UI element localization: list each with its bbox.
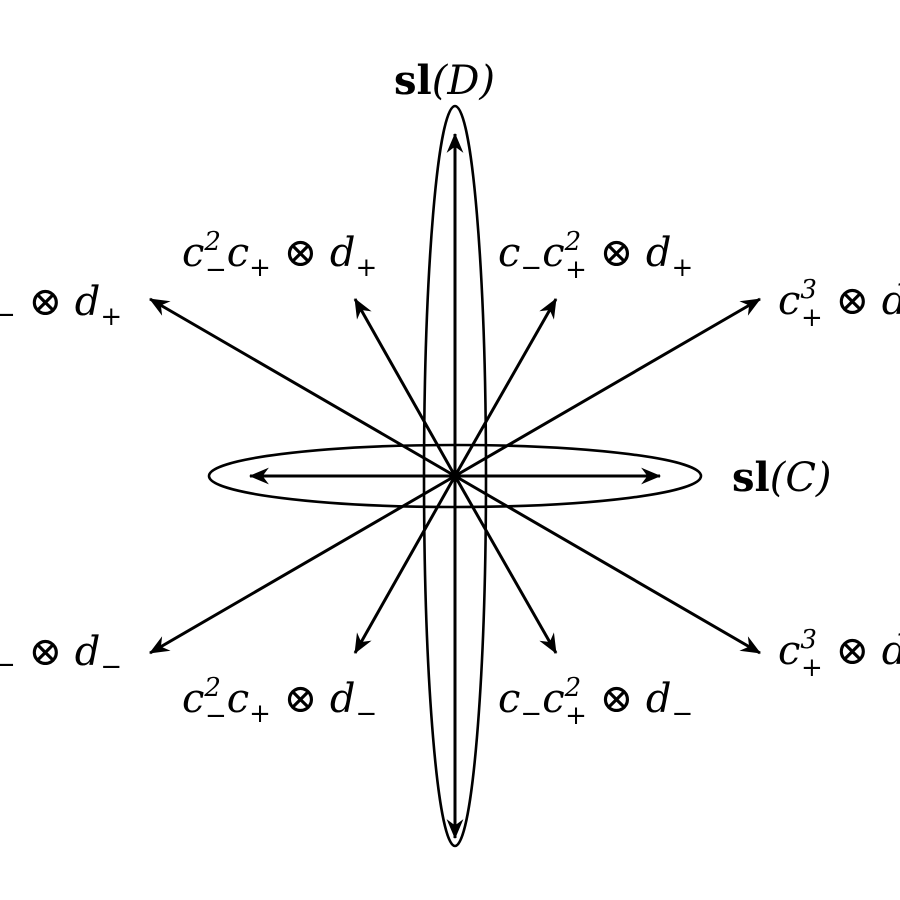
arrow-bottom-left-outer <box>149 474 456 655</box>
arrow-top-right-outer <box>454 297 761 478</box>
arrow-top-left-outer <box>149 297 456 478</box>
label-bottom-right-inner: c−c2+ ⊗ d− <box>498 673 693 731</box>
label-bottom-left-outer: − ⊗ d− <box>0 629 122 682</box>
label-top-left-outer: − ⊗ d+ <box>0 279 122 332</box>
label-top-left-inner: c2−c+ ⊗ d+ <box>182 227 377 285</box>
label-sl-d: sl(D) <box>394 57 495 104</box>
root-arrows <box>149 132 761 840</box>
label-sl-c: sl(C) <box>732 454 832 501</box>
arrow-top-left-inner <box>353 298 457 477</box>
label-top-right-outer: c3+ ⊗ d <box>778 275 900 333</box>
arrow-bottom-right-inner <box>453 475 558 654</box>
arrow-bottom-left-inner <box>353 475 457 654</box>
arrow-bottom-right-outer <box>454 474 761 655</box>
label-bottom-right-outer: c3+ ⊗ d <box>778 625 900 683</box>
label-bottom-left-inner: c2−c+ ⊗ d− <box>182 673 377 731</box>
arrow-top-right-inner <box>453 298 558 477</box>
label-top-right-inner: c−c2+ ⊗ d+ <box>498 227 693 285</box>
